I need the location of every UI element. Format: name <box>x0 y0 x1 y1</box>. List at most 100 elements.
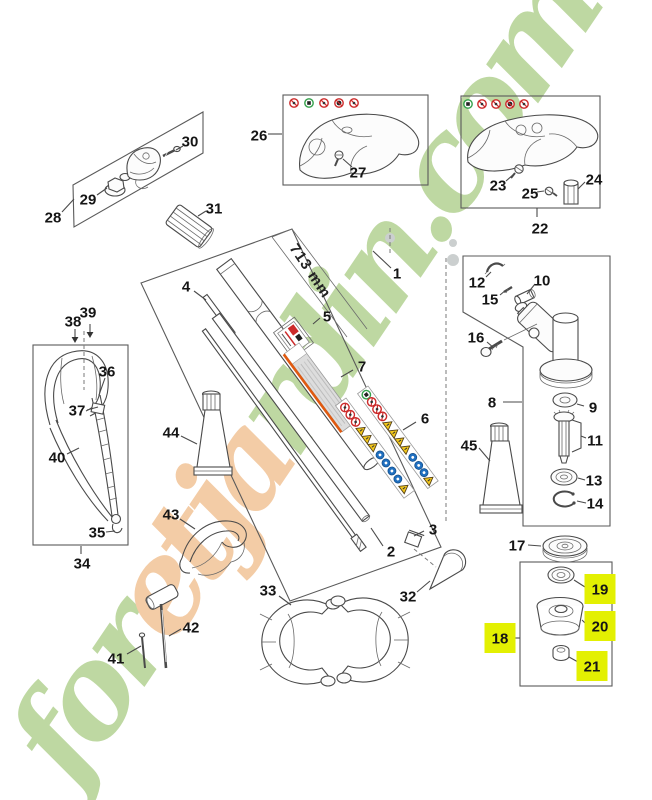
part-13-bearing <box>550 468 578 486</box>
part-number-text: 9 <box>589 400 597 417</box>
part-number-text: 38 <box>65 314 82 331</box>
part-37-buckle <box>90 402 106 415</box>
part-label-23: 23 <box>490 178 507 195</box>
part-label-26: 26 <box>251 128 268 145</box>
part-number-text: 45 <box>461 438 478 455</box>
part-number-text: 40 <box>49 450 66 467</box>
part-number-text: 33 <box>260 583 277 600</box>
part-label-43: 43 <box>163 507 180 524</box>
liner-tube <box>211 312 371 523</box>
part-6-sticker-strip-b <box>356 385 439 490</box>
part-number-text: 43 <box>163 507 180 524</box>
part-21-nut <box>552 644 570 662</box>
part-number-text: 19 <box>592 582 609 599</box>
box-guard-26 <box>282 94 429 186</box>
part-number-text: 15 <box>482 292 499 309</box>
part-number-text: 8 <box>488 395 496 412</box>
part-label-14: 14 <box>587 496 604 513</box>
part-label-9: 9 <box>589 400 597 417</box>
part-label-17: 17 <box>509 538 526 555</box>
part-3-clip <box>404 529 425 548</box>
part-number-text: 10 <box>534 273 551 290</box>
part-label-18[interactable]: 18 <box>484 623 516 653</box>
part-label-41: 41 <box>108 651 125 668</box>
part-2-drive-shaft <box>201 328 367 553</box>
part-label-35: 35 <box>89 525 106 542</box>
part-10-bushing <box>514 288 536 306</box>
part-label-31: 31 <box>206 201 223 218</box>
highlight-box <box>584 574 616 604</box>
part-number-text: 34 <box>74 556 91 573</box>
part-number-text: 24 <box>586 172 603 189</box>
part-label-22: 22 <box>532 221 549 238</box>
highlight-box <box>576 651 608 681</box>
part-label-15: 15 <box>482 292 499 309</box>
part-30-screw <box>162 145 181 158</box>
part-gearhead-housing <box>514 301 593 389</box>
part-label-7: 7 <box>358 359 366 376</box>
part-label-20[interactable]: 20 <box>584 611 616 641</box>
box-harness-34 <box>32 344 129 546</box>
part-number-text: 3 <box>429 522 437 539</box>
part-22-guard-housing <box>467 114 599 172</box>
part-label-32: 32 <box>400 589 417 606</box>
part-label-28: 28 <box>45 210 62 227</box>
part-number-text: 29 <box>80 192 97 209</box>
part-number-text: 21 <box>584 659 601 676</box>
part-number-text: 39 <box>80 305 97 322</box>
part-number-text: 18 <box>492 631 509 648</box>
part-14-circlip <box>552 490 576 508</box>
part-number-text: 26 <box>251 128 268 145</box>
part-number-text: 20 <box>592 619 609 636</box>
part-label-33: 33 <box>260 583 277 600</box>
part-label-42: 42 <box>183 620 200 637</box>
part-label-13: 13 <box>586 473 603 490</box>
part-24-sleeve <box>563 179 579 205</box>
part-16-bolt <box>480 323 538 358</box>
part-number-text: 37 <box>69 403 86 420</box>
part-number-text: 5 <box>323 309 331 326</box>
part-label-2: 2 <box>387 544 395 561</box>
part-34-harness <box>44 350 123 534</box>
part-27-screw <box>334 150 344 167</box>
part-number-text: 12 <box>469 275 486 292</box>
part-number-text: 2 <box>387 544 395 561</box>
part-12-clip <box>484 262 506 275</box>
part-label-39: 39 <box>80 305 97 322</box>
part-number-text: 11 <box>587 433 603 450</box>
part-35-hook <box>110 513 123 534</box>
part-label-11: 11 <box>587 433 603 450</box>
part-number-text: 6 <box>421 411 429 428</box>
part-number-text: 31 <box>206 201 223 218</box>
part-20-mowing-head <box>536 596 584 636</box>
part-label-6: 6 <box>421 411 429 428</box>
part-42-t-wrench <box>145 584 179 669</box>
part-number-text: 16 <box>468 330 485 347</box>
part-label-3: 3 <box>429 522 437 539</box>
part-11-shaft <box>553 409 575 464</box>
part-26-guard-housing <box>299 113 420 179</box>
part-number-text: 42 <box>183 620 200 637</box>
part-number-text: 14 <box>587 496 604 513</box>
part-label-12: 12 <box>469 275 486 292</box>
part-33-deflector <box>259 595 411 687</box>
part-number-text: 41 <box>108 651 125 668</box>
part-43-guard-extension <box>179 520 247 576</box>
part-number-text: 13 <box>586 473 603 490</box>
watermark-dot <box>447 254 459 266</box>
part-label-21[interactable]: 21 <box>576 651 608 681</box>
part-number-text: 22 <box>532 221 549 238</box>
part-label-5: 5 <box>323 309 331 326</box>
part-label-10: 10 <box>534 273 551 290</box>
part-number-text: 7 <box>358 359 366 376</box>
part-label-27: 27 <box>350 165 367 182</box>
part-label-4: 4 <box>182 279 191 296</box>
part-label-19[interactable]: 19 <box>584 574 616 604</box>
part-number-text: 36 <box>99 364 116 381</box>
part-label-45: 45 <box>461 438 478 455</box>
part-label-8: 8 <box>488 395 496 412</box>
part-number-text: 30 <box>182 134 199 151</box>
leader-lines <box>61 133 587 663</box>
part-label-29: 29 <box>80 192 97 209</box>
